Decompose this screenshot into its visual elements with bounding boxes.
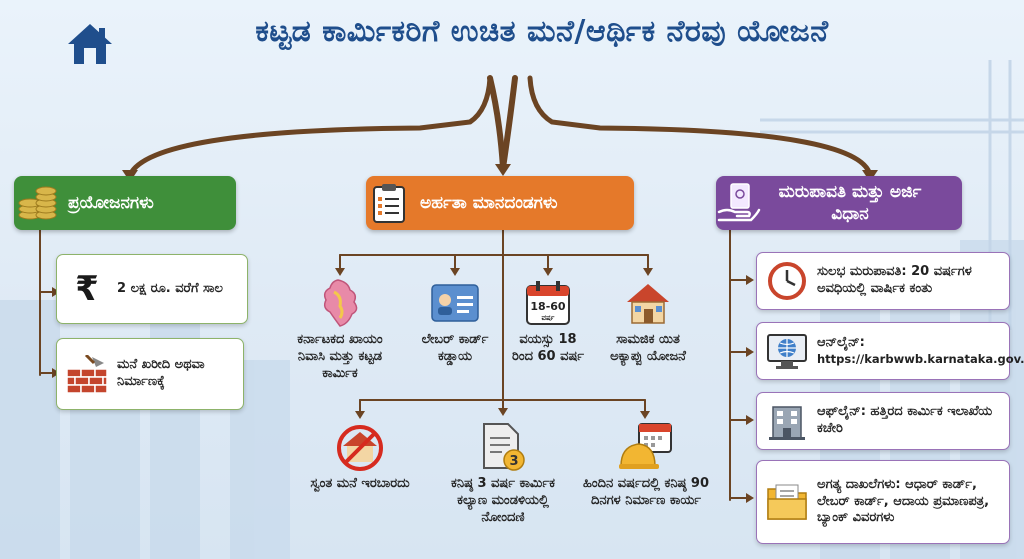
eligibility-registration: 3 ಕನಿಷ್ಠ 3 ವರ್ಷ ಕಾರ್ಮಿಕ ಕಲ್ಯಾಣ ಮಂಡಳಿಯಲ್ಲ… [438,422,568,527]
coins-icon [14,180,60,226]
repayment-text: ಅಗತ್ಯ ದಾಖಲೆಗಳು: ಆಧಾರ್ ಕಾರ್ಡ್, ಲೇಬರ್ ಕಾರ್… [817,476,990,526]
repayment-header-label: ಮರುಪಾವತಿ ಮತ್ತು ಅರ್ಜಿ ವಿಧಾನ [778,181,922,224]
benefit-text: 2 ಲಕ್ಷ ರೂ. ವರೆಗೆ ಸಾಲ [117,280,223,296]
benefit-text: ಮನೆ ಖರೀದಿ ಅಥವಾ ನಿರ್ಮಾಣಕ್ಕೆ [117,357,205,389]
helmet-calendar-icon [619,422,673,472]
document-icon: 3 [476,422,530,472]
eligibility-text: ಸ್ವಂತ ಮನೆ ಇರಬಾರದು [310,476,410,491]
repayment-text: ಸುಲಭ ಮರುಪಾವತಿ: 20 ವರ್ಷಗಳ ಅವಧಿಯಲ್ಲಿ ವಾರ್ಷ… [817,264,972,296]
calendar-icon: 18-60 ವರ್ಷ [521,278,575,328]
page-title: ಕಟ್ಟಡ ಕಾರ್ಮಿಕರಿಗೆ ಉಚಿತ ಮನೆ/ಆರ್ಥಿಕ ನೆರವು … [255,14,829,49]
repayment-card-offline: ಆಫ್‌ಲೈನ್: ಹತ್ತಿರದ ಕಾರ್ಮಿಕ ಇಲಾಖೆಯ ಕಚೇರಿ [756,392,1010,450]
clipboard-icon [366,180,412,226]
no-house-icon [333,422,387,472]
repayment-header: ಮರುಪಾವತಿ ಮತ್ತು ಅರ್ಜಿ ವಿಧಾನ [716,176,962,230]
benefits-header-label: ಪ್ರಯೋಜನಗಳು [68,193,154,213]
rupee-icon: ₹ [75,268,99,309]
repayment-text: ಆಫ್‌ಲೈನ್: ಹತ್ತಿರದ ಕಾರ್ಮಿಕ ಇಲಾಖೆಯ ಕಚೇರಿ [817,404,993,436]
folder-icon [765,480,809,524]
eligibility-resident: ಕರ್ನಾಟಕದ ಖಾಯಂ ನಿವಾಸಿ ಮತ್ತು ಕಟ್ಟಡ ಕಾರ್ಮಿಕ [290,278,390,383]
eligibility-no-own-house: ಸ್ವಂತ ಮನೆ ಇರಬಾರದು [308,422,412,493]
hand-money-icon [716,180,762,226]
eligibility-text: ಕನಿಷ್ಠ 3 ವರ್ಷ ಕಾರ್ಮಿಕ ಕಲ್ಯಾಣ ಮಂಡಳಿಯಲ್ಲಿ … [451,476,555,525]
eligibility-text: ಕರ್ನಾಟಕದ ಖಾಯಂ ನಿವಾಸಿ ಮತ್ತು ಕಟ್ಟಡ ಕಾರ್ಮಿಕ [297,332,383,381]
eligibility-labor-card: ಲೇಬರ್ ಕಾರ್ಡ್ ಕಡ್ಡಾಯ [412,278,498,366]
benefits-header: ಪ್ರಯೋಜನಗಳು [14,176,236,230]
benefit-card-loan: ₹ 2 ಲಕ್ಷ ರೂ. ವರೆಗೆ ಸಾಲ [56,254,248,324]
benefit-card-construction: ಮನೆ ಖರೀದಿ ಅಥವಾ ನಿರ್ಮಾಣಕ್ಕೆ [56,338,244,410]
eligibility-text: ಸಾಮಜಿಕ ಯಿತ ಅಕ್ಯಾಪ್ಪು ಯೋಜನೆ [610,332,686,364]
eligibility-text: ವಯಸ್ಸು 18 ರಿಂದ 60 ವರ್ಷ [511,332,585,364]
website-link[interactable]: https://karbwwb.karnataka.gov.in/ [817,351,1024,366]
eligibility-text: ಲೇಬರ್ ಕಾರ್ಡ್ ಕಡ್ಡಾಯ [421,332,489,364]
repayment-card-easy: ಸುಲಭ ಮರುಪಾವತಿ: 20 ವರ್ಷಗಳ ಅವಧಿಯಲ್ಲಿ ವಾರ್ಷ… [756,252,1010,310]
computer-globe-icon [765,329,809,373]
karnataka-map-icon [313,278,367,328]
eligibility-header: ಅರ್ಹತಾ ಮಾನದಂಡಗಳು [366,176,634,230]
repayment-text: ಆನ್‌ಲೈನ್: [817,335,865,351]
calendar-range: 18-60 [530,300,566,313]
house-icon [621,278,675,328]
id-card-icon [428,278,482,328]
house-title-icon [66,22,114,70]
repayment-card-documents: ಅಗತ್ಯ ದಾಖಲೆಗಳು: ಆಧಾರ್ ಕಾರ್ಡ್, ಲೇಬರ್ ಕಾರ್… [756,460,1010,544]
office-building-icon [765,399,809,443]
years-badge: 3 [509,454,518,469]
clock-icon [765,259,809,303]
eligibility-age: 18-60 ವರ್ಷ ವಯಸ್ಸು 18 ರಿಂದ 60 ವರ್ಷ [508,278,588,366]
calendar-sub: ವರ್ಷ [542,314,555,322]
eligibility-work-days: ಹಿಂದಿನ ವರ್ಷದಲ್ಲಿ ಕನಿಷ್ಠ 90 ದಿನಗಳ ನಿರ್ಮಾಣ… [580,422,712,510]
repayment-card-online: ಆನ್‌ಲೈನ್: https://karbwwb.karnataka.gov.… [756,322,1024,380]
eligibility-text: ಹಿಂದಿನ ವರ್ಷದಲ್ಲಿ ಕನಿಷ್ಠ 90 ದಿನಗಳ ನಿರ್ಮಾಣ… [582,476,710,508]
eligibility-header-label: ಅರ್ಹತಾ ಮಾನದಂಡಗಳು [420,193,558,213]
eligibility-scheme: ಸಾಮಜಿಕ ಯಿತ ಅಕ್ಯಾಪ್ಪು ಯೋಜನೆ [600,278,696,366]
brick-wall-icon [65,352,109,396]
